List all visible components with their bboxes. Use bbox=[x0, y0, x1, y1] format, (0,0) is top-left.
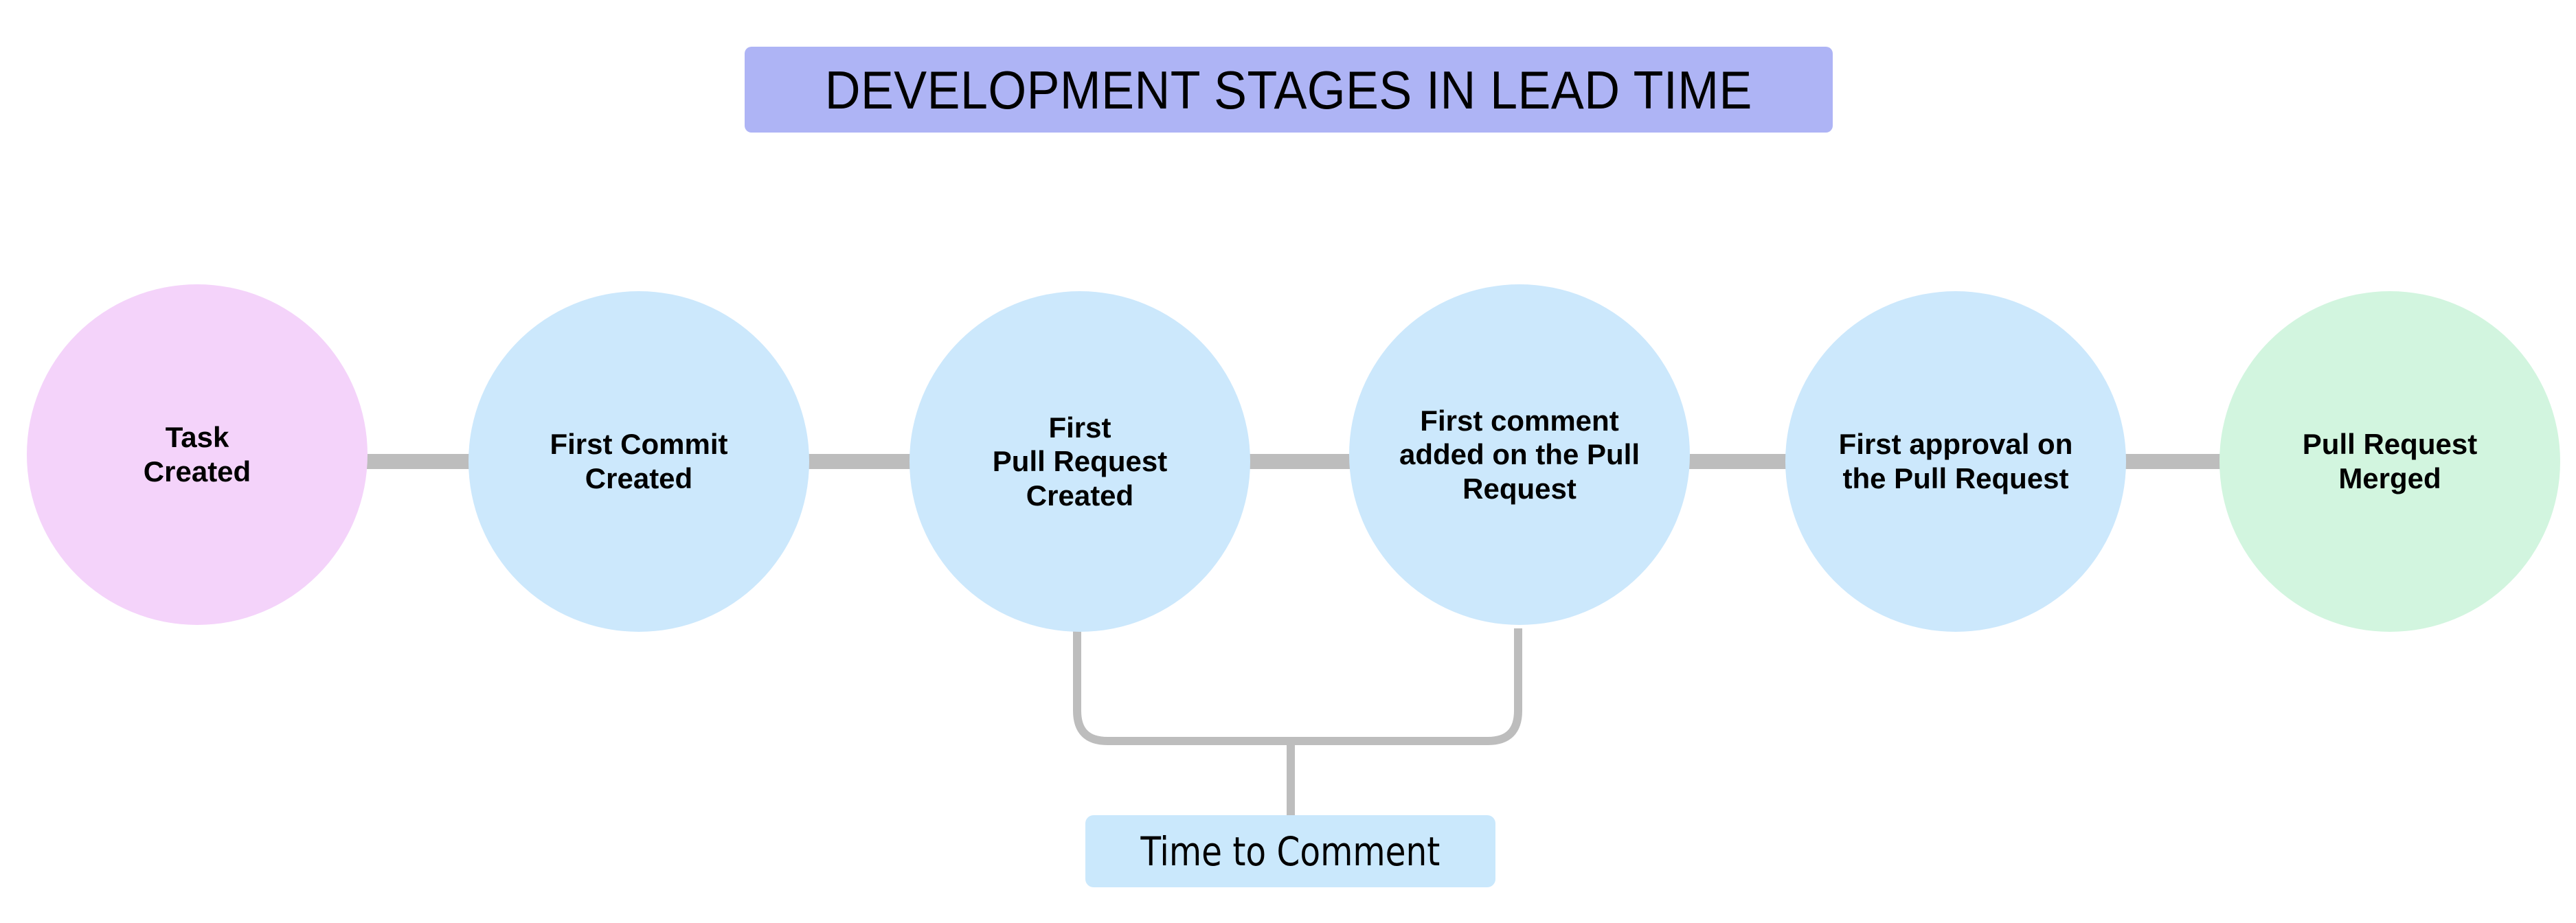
node-first-approval-label: First approval on the Pull Request bbox=[1838, 428, 2073, 494]
node-first-pull-request-created-label: First Pull Request Created bbox=[992, 411, 1168, 512]
node-first-comment-added-label: First comment added on the Pull Request bbox=[1399, 404, 1640, 505]
edge-task-created-to-first-commit-created bbox=[364, 454, 474, 469]
node-first-pull-request-created[interactable]: First Pull Request Created bbox=[909, 291, 1250, 632]
edge-first-comment-added-to-first-approval bbox=[1686, 454, 1791, 469]
node-first-comment-added[interactable]: First comment added on the Pull Request bbox=[1349, 284, 1690, 625]
node-first-commit-created[interactable]: First Commit Created bbox=[468, 291, 809, 632]
page-title: DEVELOPMENT STAGES IN LEAD TIME bbox=[824, 59, 1753, 120]
node-pull-request-merged-label: Pull Request Merged bbox=[2302, 428, 2478, 494]
diagram-title-banner: DEVELOPMENT STAGES IN LEAD TIME bbox=[745, 47, 1833, 133]
annotation-stem bbox=[1287, 737, 1295, 818]
edge-first-pull-request-created-to-first-comment-added bbox=[1247, 454, 1354, 469]
edge-first-approval-to-pull-request-merged bbox=[2114, 454, 2223, 469]
annotation-time-to-comment[interactable]: Time to Comment bbox=[1085, 815, 1495, 887]
node-pull-request-merged[interactable]: Pull Request Merged bbox=[2219, 291, 2560, 632]
node-task-created-label: Task Created bbox=[143, 421, 251, 488]
node-first-commit-created-label: First Commit Created bbox=[550, 428, 728, 494]
annotation-time-to-comment-label: Time to Comment bbox=[1140, 828, 1440, 875]
node-first-approval[interactable]: First approval on the Pull Request bbox=[1785, 291, 2126, 632]
node-task-created[interactable]: Task Created bbox=[27, 284, 368, 625]
edge-first-commit-created-to-first-pull-request-created bbox=[805, 454, 914, 469]
annotation-bracket bbox=[1073, 628, 1522, 745]
